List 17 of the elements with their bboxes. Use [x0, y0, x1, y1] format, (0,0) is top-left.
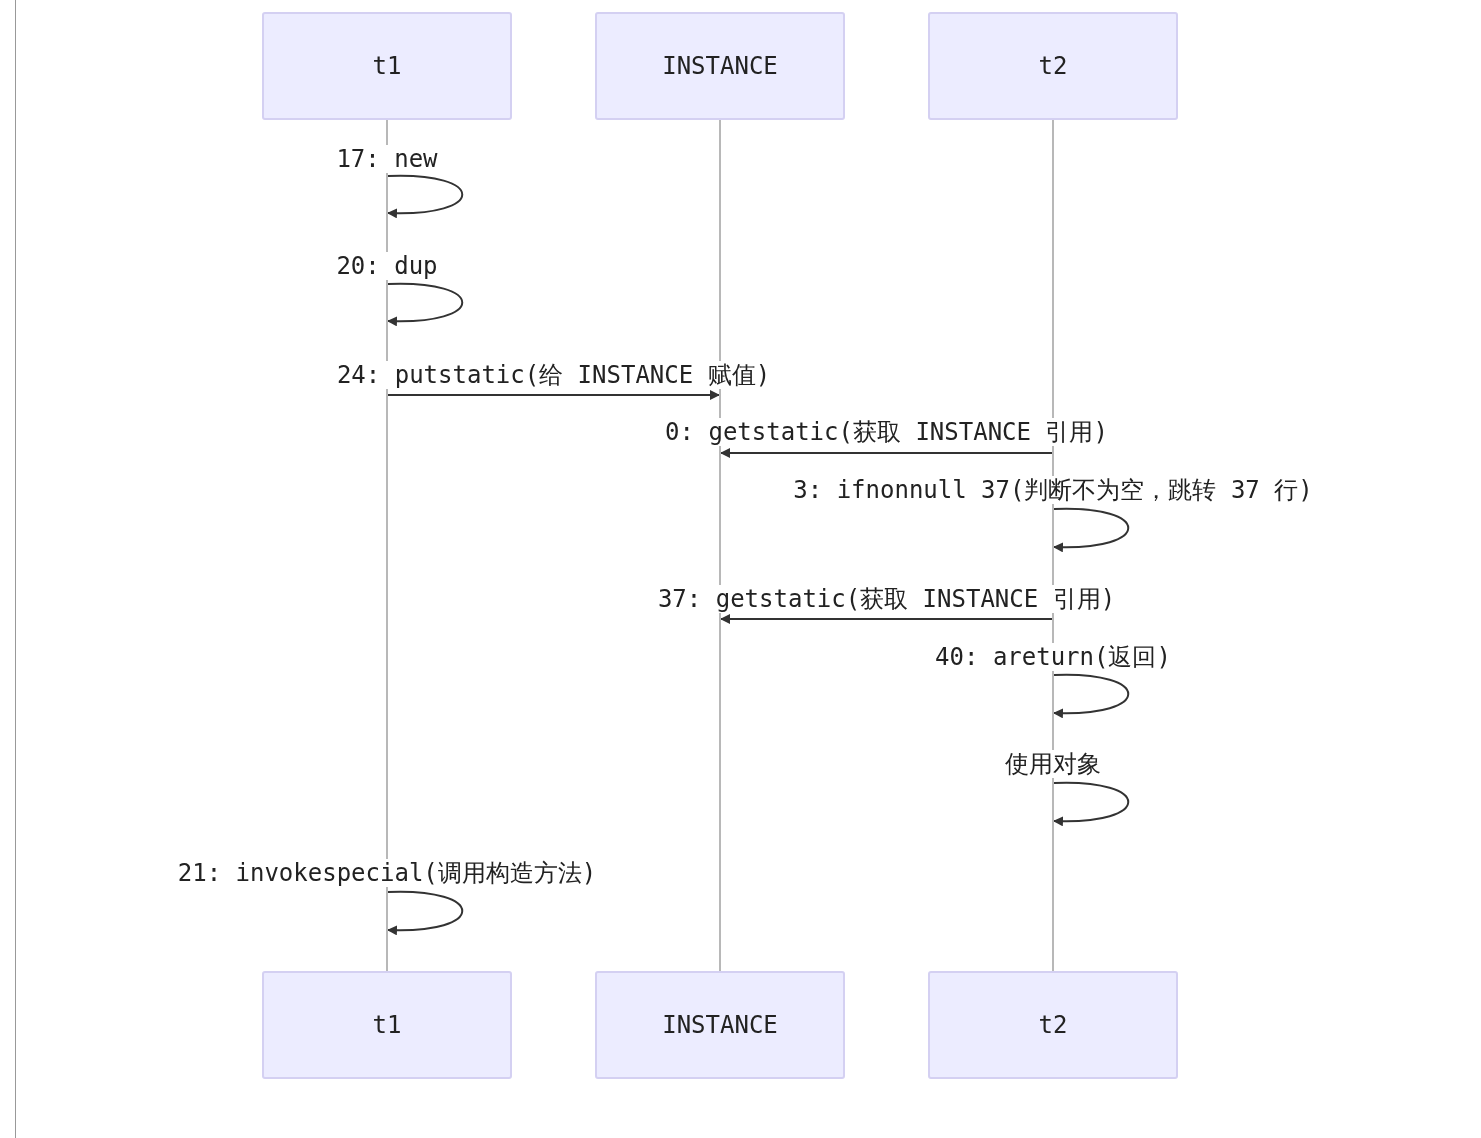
self-message-arrow: [387, 174, 464, 218]
self-message-arrow: [387, 282, 464, 326]
participant-box: INSTANCE: [595, 12, 845, 120]
participant-box: t2: [928, 12, 1178, 120]
self-message-arrow: [387, 891, 464, 935]
self-message-arrow: [1053, 782, 1130, 826]
message-label: 使用对象: [1003, 750, 1103, 778]
participant-box: t2: [928, 971, 1178, 1079]
message-arrow: [387, 390, 720, 400]
self-message-arrow: [1053, 508, 1130, 552]
participant-box: t1: [262, 971, 512, 1079]
lifeline: [719, 120, 721, 971]
message-arrow: [720, 448, 1053, 458]
participant-box: INSTANCE: [595, 971, 845, 1079]
participant-box: t1: [262, 12, 512, 120]
self-message-arrow: [1053, 674, 1130, 718]
message-arrow: [720, 614, 1053, 624]
